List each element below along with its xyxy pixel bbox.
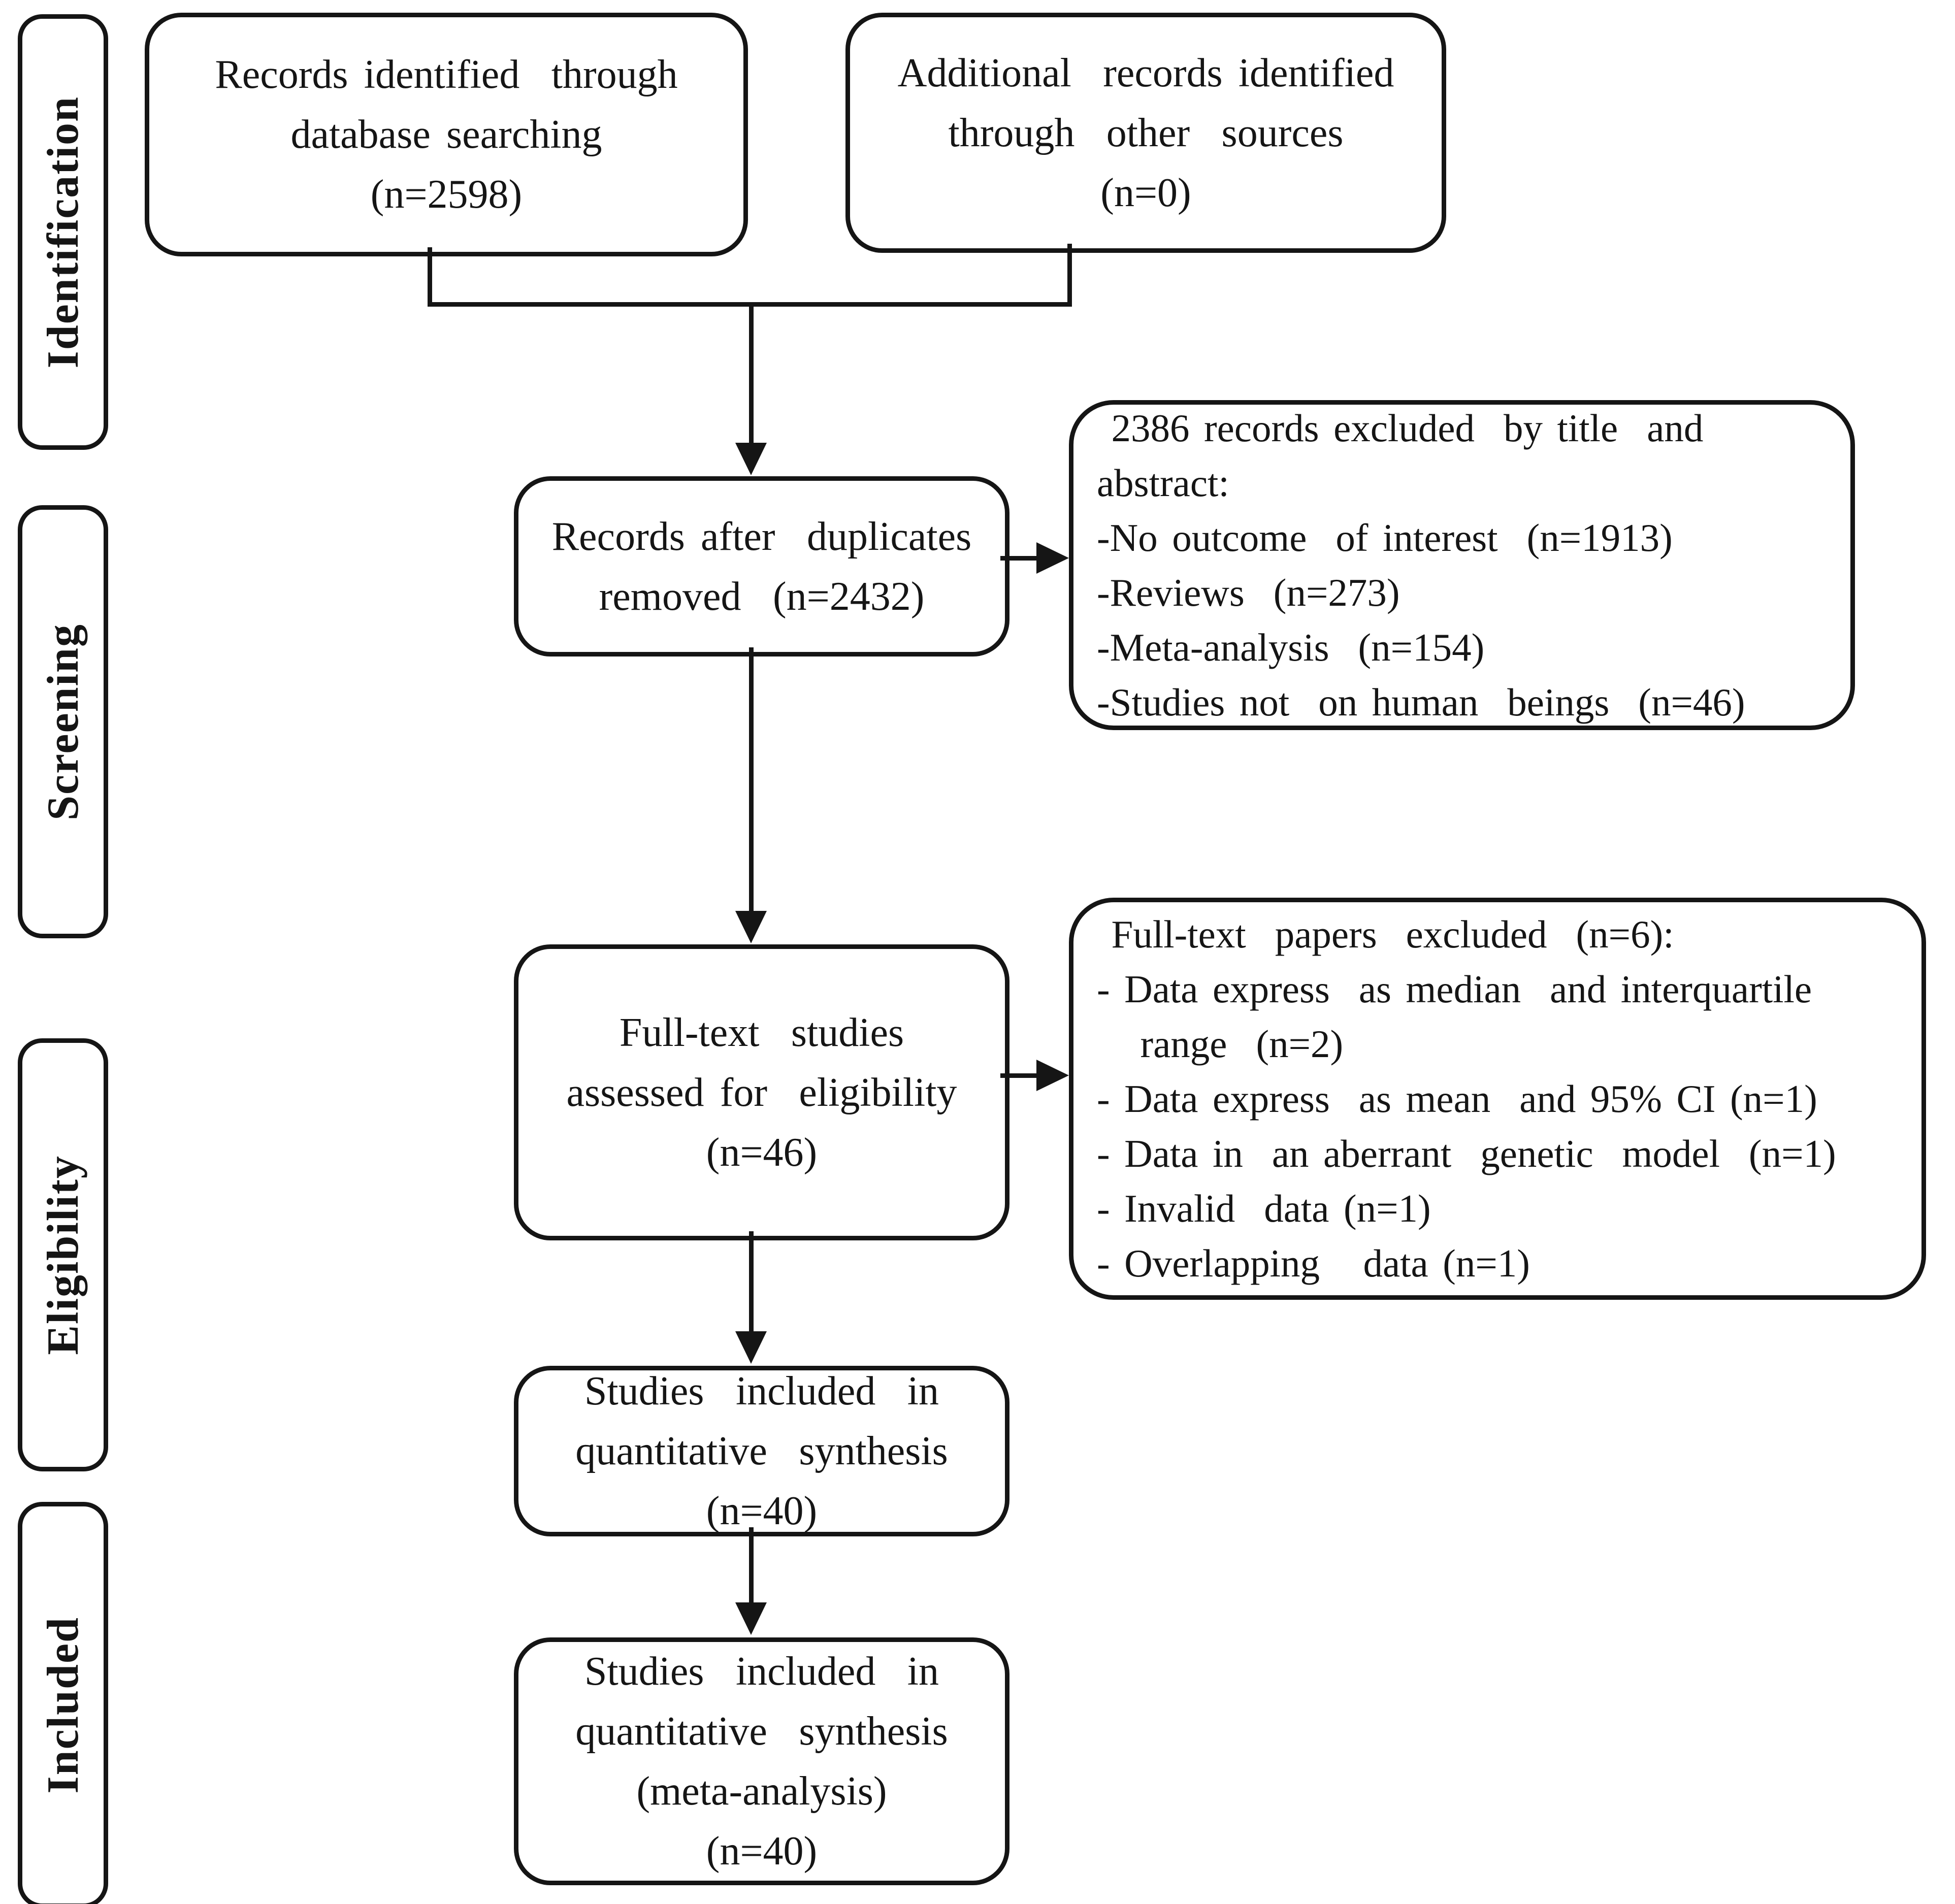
arrow-merge-down-line: [749, 305, 754, 446]
text-line: -No outcome of interest (n=1913): [1097, 516, 1673, 560]
box-excluded-fulltext: Full-text papers excluded (n=6): - Data e…: [1069, 898, 1926, 1300]
stage-identification-label: Identification: [38, 95, 88, 369]
text-line: Full-text studies: [619, 1010, 904, 1055]
stage-eligibility: Eligibility: [18, 1038, 108, 1471]
stage-screening-label: Screening: [38, 623, 88, 820]
text-line: (n=0): [1100, 170, 1191, 215]
stage-included-label: Included: [38, 1616, 88, 1794]
stage-eligibility-label: Eligibility: [38, 1155, 88, 1355]
arrow-fulltext-to-quantitative-line: [749, 1231, 754, 1334]
text-line: range (n=2): [1097, 1022, 1344, 1066]
text-line: - Data in an aberrant genetic model (n=1…: [1097, 1132, 1836, 1175]
text-line: (n=40): [706, 1489, 818, 1533]
text-line: assessed for eligibility: [566, 1070, 957, 1115]
text-line: - Data express as median and interquarti…: [1097, 967, 1812, 1011]
text-line: - Invalid data (n=1): [1097, 1187, 1431, 1230]
text-line: Records identified through: [215, 52, 678, 97]
box-records-database-search: Records identified through database searc…: [145, 13, 748, 256]
text-line: Studies included in: [584, 1649, 939, 1694]
stage-identification: Identification: [18, 14, 108, 450]
arrow-quantitative-to-meta-head: [735, 1602, 767, 1635]
arrow-fulltext-to-quantitative-head: [735, 1331, 767, 1364]
box-records-after-duplicates: Records after duplicates removed (n=2432): [514, 476, 1009, 656]
connector-stub-right: [1067, 244, 1072, 307]
text-line: - Data express as mean and 95% CI (n=1): [1097, 1077, 1817, 1121]
text-line: database searching: [290, 112, 602, 157]
arrow-excluded-title-abstract-line: [1000, 556, 1040, 561]
text-line: abstract:: [1097, 461, 1229, 505]
connector-merge-line: [428, 302, 1072, 307]
text-line: quantitative synthesis: [575, 1429, 948, 1473]
text-line: (meta-analysis): [636, 1769, 887, 1814]
arrow-quantitative-to-meta-line: [749, 1527, 754, 1605]
arrow-duplicates-to-fulltext-head: [735, 911, 767, 943]
text-line: through other sources: [948, 110, 1344, 155]
connector-stub-left: [428, 247, 432, 307]
text-line: Studies included in: [584, 1369, 939, 1414]
arrow-excluded-fulltext-head: [1036, 1060, 1069, 1091]
box-fulltext-assessed: Full-text studies assessed for eligibilit…: [514, 944, 1009, 1240]
text-line: quantitative synthesis: [575, 1709, 948, 1754]
box-quantitative-synthesis: Studies included in quantitative synthesi…: [514, 1366, 1009, 1536]
text-line: (n=2598): [370, 172, 523, 217]
box-additional-records-other-sources: Additional records identified through oth…: [845, 13, 1446, 253]
text-line: Records after duplicates: [551, 514, 972, 559]
text-line: -Studies not on human beings (n=46): [1097, 680, 1745, 724]
arrow-excluded-fulltext-line: [1000, 1073, 1040, 1078]
text-line: (n=46): [706, 1130, 818, 1175]
stage-included: Included: [18, 1502, 108, 1904]
text-line: Additional records identified: [897, 50, 1394, 95]
text-line: (n=40): [706, 1829, 818, 1874]
text-line: -Meta-analysis (n=154): [1097, 626, 1485, 669]
box-meta-analysis: Studies included in quantitative synthesi…: [514, 1637, 1009, 1885]
box-excluded-title-abstract: 2386 records excluded by title and abstra…: [1069, 400, 1855, 730]
text-line: removed (n=2432): [599, 574, 925, 619]
arrow-excluded-title-abstract-head: [1036, 542, 1069, 574]
text-line: Full-text papers excluded (n=6):: [1097, 912, 1674, 956]
text-line: -Reviews (n=273): [1097, 571, 1400, 614]
arrow-duplicates-to-fulltext-line: [749, 647, 754, 914]
arrow-merge-down-head: [735, 443, 767, 475]
stage-screening: Screening: [18, 505, 108, 938]
text-line: 2386 records excluded by title and: [1097, 406, 1704, 450]
text-line: - Overlapping data (n=1): [1097, 1241, 1530, 1285]
